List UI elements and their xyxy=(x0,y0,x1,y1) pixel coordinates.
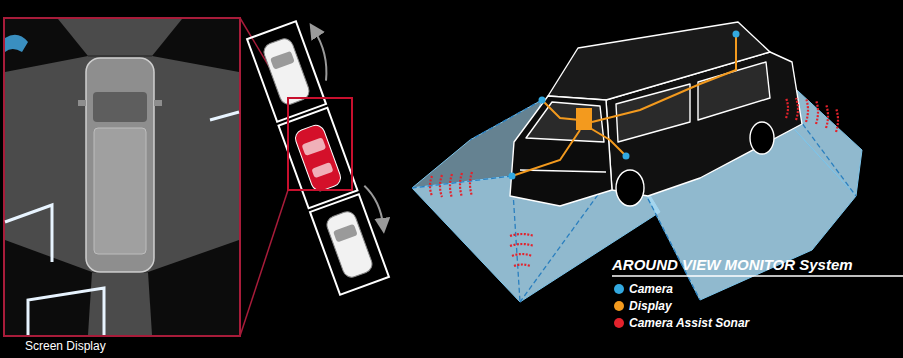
wiring xyxy=(512,34,736,176)
parking-line xyxy=(210,112,239,120)
legend-swatch xyxy=(614,284,624,294)
blind-wedge xyxy=(5,240,92,335)
adjacent-car xyxy=(5,35,28,52)
wire xyxy=(592,34,736,122)
cameras xyxy=(509,31,740,180)
splice-line xyxy=(88,56,152,57)
parking-line xyxy=(28,288,104,335)
blind-wedge xyxy=(5,19,88,72)
parking-slot xyxy=(279,108,358,208)
own-car xyxy=(293,123,343,193)
legend: CameraDisplayCamera Assist Sonar xyxy=(614,280,749,331)
display-unit xyxy=(576,108,592,130)
screen-frame xyxy=(4,18,240,336)
diagram-title: AROUND VIEW MONITOR System xyxy=(612,256,853,273)
legend-row: Camera xyxy=(614,280,749,297)
motion-arrow xyxy=(308,29,333,81)
car-window xyxy=(302,137,327,156)
mirror xyxy=(78,100,86,106)
panel-caption: Screen Display xyxy=(25,339,106,353)
legend-swatch xyxy=(614,301,624,311)
blind-wedge xyxy=(148,240,239,335)
sonar-arc xyxy=(786,98,788,118)
car-window xyxy=(270,51,295,70)
sonar-arc xyxy=(514,265,530,267)
sonar-arc xyxy=(816,100,818,124)
parking-slot xyxy=(247,21,326,121)
sonar-arc xyxy=(460,173,462,197)
camera-dot xyxy=(733,31,740,38)
car-window xyxy=(333,224,358,243)
sonar-arc xyxy=(470,172,472,196)
sonar-arc xyxy=(440,175,442,197)
parked-car xyxy=(324,209,374,279)
blind-wedge xyxy=(152,19,239,72)
legend-swatch xyxy=(614,318,624,328)
sonar-arc xyxy=(510,244,534,246)
legend-text: Display xyxy=(629,299,672,313)
windshield xyxy=(93,92,147,122)
van-roof xyxy=(94,128,146,254)
motion-arrow xyxy=(364,184,385,227)
sonar-arc xyxy=(450,174,452,198)
van-top-view xyxy=(86,58,154,272)
grille xyxy=(520,170,606,172)
sonar-arc xyxy=(430,176,432,196)
zoom-line xyxy=(240,190,288,336)
parking-slot xyxy=(310,194,389,294)
van xyxy=(510,22,802,206)
wheel xyxy=(750,122,774,154)
mirror xyxy=(154,100,162,106)
sonar-arc xyxy=(806,98,808,122)
screen-display xyxy=(4,18,240,336)
legend-text: Camera Assist Sonar xyxy=(629,316,749,330)
parked-car xyxy=(261,36,311,106)
legend-text: Camera xyxy=(629,282,673,296)
sonar-arc xyxy=(836,108,838,132)
camera-ray xyxy=(412,176,512,188)
wheel xyxy=(616,170,644,206)
sonar-arc xyxy=(510,234,534,236)
wire xyxy=(512,130,580,176)
camera-dot xyxy=(509,173,516,180)
car-window xyxy=(311,162,333,178)
zoom-box xyxy=(288,98,352,190)
camera-dot xyxy=(623,153,630,160)
wire xyxy=(590,128,626,156)
legend-row: Camera Assist Sonar xyxy=(614,314,749,331)
wire xyxy=(542,100,580,120)
parking-scene xyxy=(247,16,404,295)
title-rule xyxy=(612,275,903,277)
sonar-arc xyxy=(796,98,798,120)
van-front xyxy=(510,96,612,206)
legend-row: Display xyxy=(614,297,749,314)
sonar-arc xyxy=(512,254,532,256)
camera-dot xyxy=(539,97,546,104)
parking-line xyxy=(5,205,52,262)
sonar-arcs xyxy=(430,98,838,266)
sonar-arc xyxy=(826,104,828,128)
